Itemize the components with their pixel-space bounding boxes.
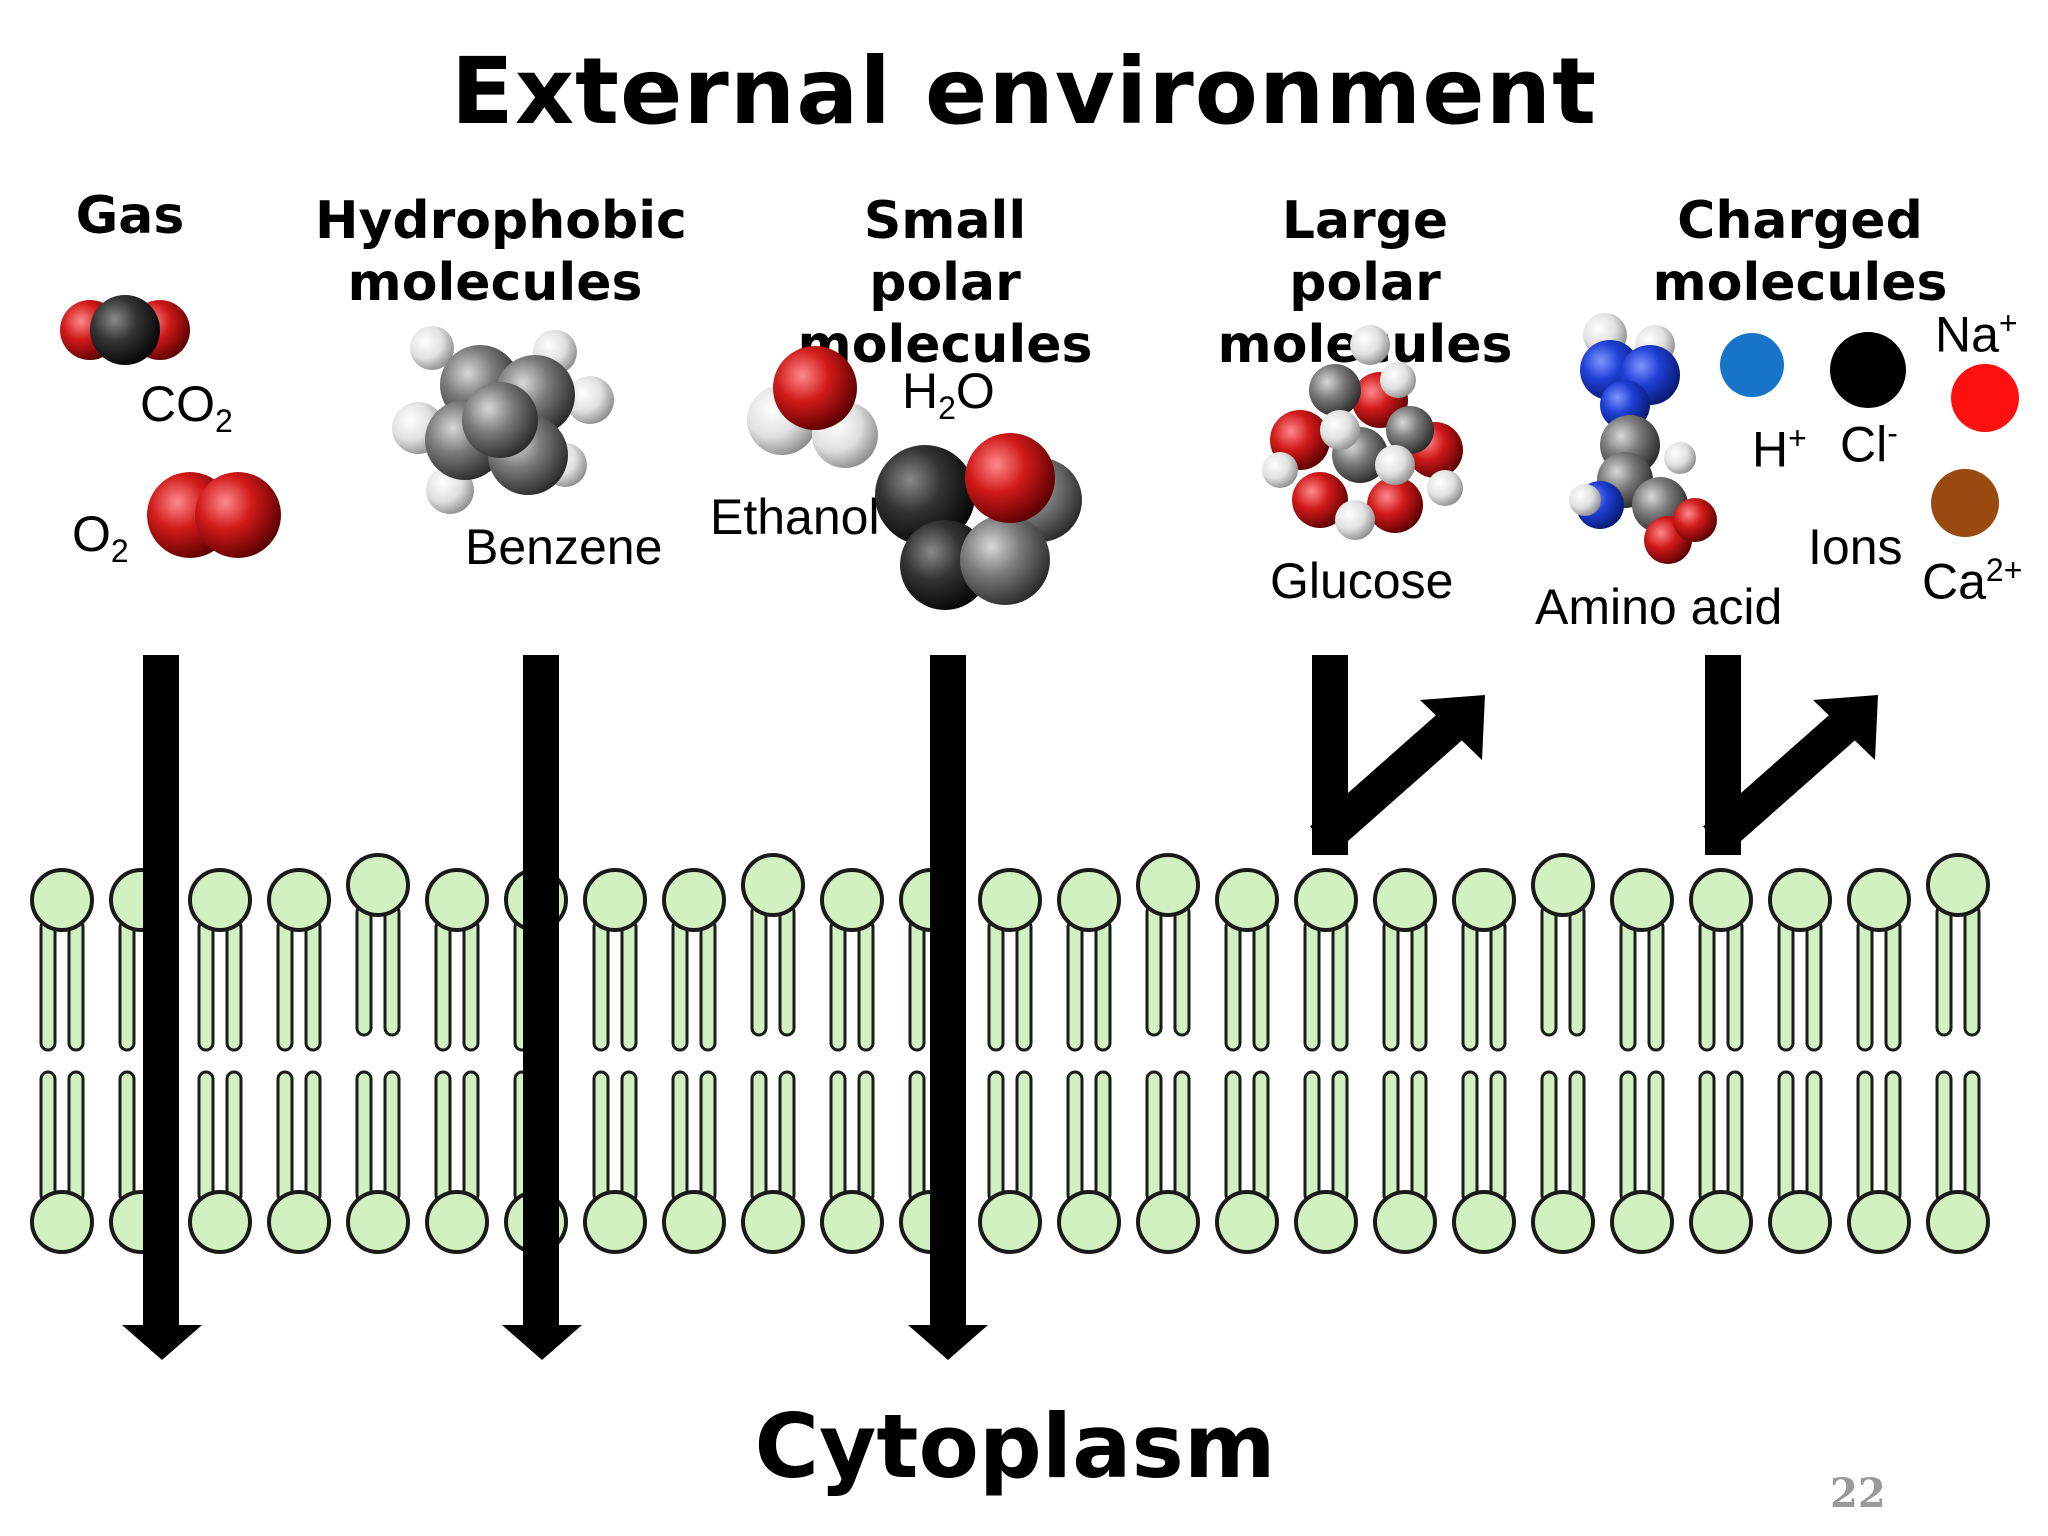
phospholipid	[1610, 868, 1674, 1254]
ca-ion	[1931, 469, 1999, 537]
h-ion	[1720, 333, 1784, 397]
phospholipid	[1294, 868, 1358, 1254]
phospholipid	[1531, 853, 1595, 1254]
phospholipid	[583, 868, 647, 1254]
h-ion-label: H+	[1752, 420, 1807, 478]
na-ion	[1951, 364, 2019, 432]
amino-acid-molecule	[1569, 313, 1717, 564]
arrow-charged-blocked	[1703, 655, 1878, 855]
phospholipid	[978, 868, 1042, 1254]
lipid-bilayer	[30, 853, 1990, 1254]
category-gas-label: Gas	[75, 186, 185, 246]
phospholipid	[425, 868, 489, 1254]
phospholipid	[1689, 868, 1753, 1254]
phospholipid	[1373, 868, 1437, 1254]
page-title: External environment	[450, 38, 1598, 145]
ca-ion-label: Ca2+	[1922, 552, 2023, 610]
phospholipid	[662, 868, 726, 1254]
category-large-polar-label: Large polar molecules	[1218, 191, 1513, 375]
phospholipid	[741, 853, 805, 1254]
benzene-molecule	[392, 326, 614, 514]
page-number: 22	[1830, 1470, 1886, 1517]
o2-label: O2	[72, 506, 129, 569]
phospholipid	[1136, 853, 1200, 1254]
category-hydrophobic-label: Hydrophobic molecules	[315, 191, 687, 313]
arrow-small-polar	[908, 655, 988, 1360]
category-charged-label: Charged molecules	[1652, 191, 1948, 313]
glucose-molecule	[1262, 325, 1463, 540]
cl-ion	[1830, 332, 1906, 408]
water-molecule	[747, 346, 878, 468]
phospholipid	[1768, 868, 1832, 1254]
ions-label: Ions	[1808, 519, 1903, 575]
category-small-polar-label: Small polar molecules	[797, 191, 1093, 375]
phospholipid	[188, 868, 252, 1254]
glucose-label: Glucose	[1270, 553, 1454, 609]
phospholipid	[1452, 868, 1516, 1254]
h2o-label: H2O	[902, 363, 995, 426]
ethanol-molecule	[875, 433, 1082, 610]
arrow-large-polar-blocked	[1310, 655, 1485, 855]
amino-acid-label: Amino acid	[1535, 579, 1783, 635]
ethanol-label: Ethanol	[710, 489, 880, 545]
arrow-gas	[122, 655, 202, 1360]
phospholipid	[30, 868, 94, 1254]
phospholipid	[267, 868, 331, 1254]
phospholipid	[1215, 868, 1279, 1254]
phospholipid	[820, 868, 884, 1254]
na-ion-label: Na+	[1935, 305, 2018, 363]
phospholipid	[1926, 853, 1990, 1254]
benzene-label: Benzene	[465, 519, 663, 575]
arrow-hydrophobic	[502, 655, 582, 1360]
co2-label: CO2	[140, 376, 233, 439]
co2-molecule	[60, 295, 190, 365]
phospholipid	[346, 853, 410, 1254]
cl-ion-label: Cl-	[1840, 415, 1898, 473]
phospholipid	[1847, 868, 1911, 1254]
cytoplasm-label: Cytoplasm	[754, 1395, 1276, 1498]
o2-molecule	[147, 472, 281, 558]
phospholipid	[1057, 868, 1121, 1254]
